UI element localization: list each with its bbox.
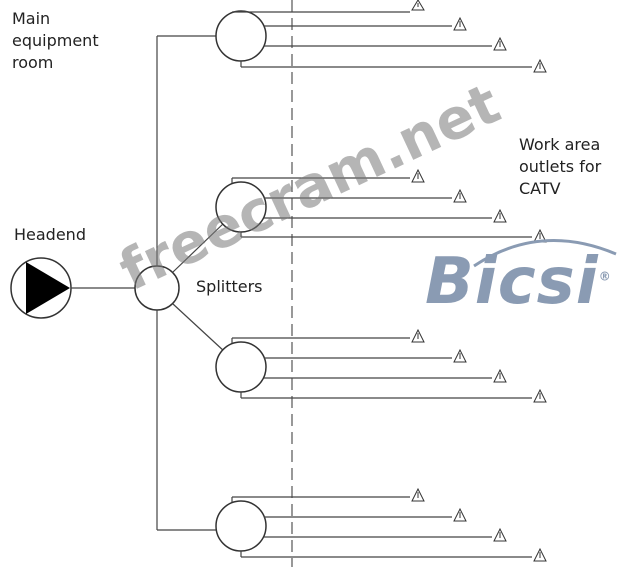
- outlet-icon-4-4: [533, 547, 547, 562]
- main-room-label-line2: equipment: [12, 31, 99, 50]
- outlet-icon-4-2: [453, 507, 467, 522]
- outlet-icon-2-1: [411, 168, 425, 183]
- work-area-outlets-label: Work area outlets for CATV: [519, 134, 601, 200]
- headend-amplifier-icon: [10, 257, 72, 319]
- splitter-group-4: [215, 487, 547, 562]
- outlet-icon-2-3: [493, 208, 507, 223]
- outlet-icon-1-4: [533, 58, 547, 73]
- outlet-icon-1-1: [411, 0, 425, 11]
- outlets-label-line1: Work area: [519, 135, 601, 154]
- splitter-4: [215, 500, 267, 552]
- outlet-icon-3-3: [493, 368, 507, 383]
- splitters-label: Splitters: [196, 277, 263, 296]
- outlet-icon-1-3: [493, 36, 507, 51]
- bicsi-logo-arc-icon: [473, 239, 617, 268]
- splitter-group-2: [215, 168, 547, 243]
- outlet-icon-3-4: [533, 388, 547, 403]
- outlets-label-line2: outlets for: [519, 157, 602, 176]
- outlet-icon-3-1: [411, 328, 425, 343]
- splitter-group-1: [215, 0, 547, 73]
- main-room-label-line3: room: [12, 53, 54, 72]
- splitter-3: [215, 341, 267, 393]
- main-splitter: [134, 265, 180, 311]
- trunk-line-upper-diag: [172, 221, 226, 273]
- outlet-icon-4-1: [411, 487, 425, 502]
- outlet-icon-2-2: [453, 188, 467, 203]
- splitter-group-3: [215, 328, 547, 403]
- outlet-icon-3-2: [453, 348, 467, 363]
- main-room-label-line1: Main: [12, 9, 51, 28]
- main-equipment-room-label: Main equipment room: [12, 8, 99, 74]
- headend-label: Headend: [14, 225, 86, 244]
- trunk-line-lower-diag: [172, 303, 226, 353]
- outlet-icon-1-2: [453, 16, 467, 31]
- outlets-label-line3: CATV: [519, 179, 561, 198]
- splitter-2: [215, 181, 267, 233]
- outlet-icon-4-3: [493, 527, 507, 542]
- splitter-1: [215, 10, 267, 62]
